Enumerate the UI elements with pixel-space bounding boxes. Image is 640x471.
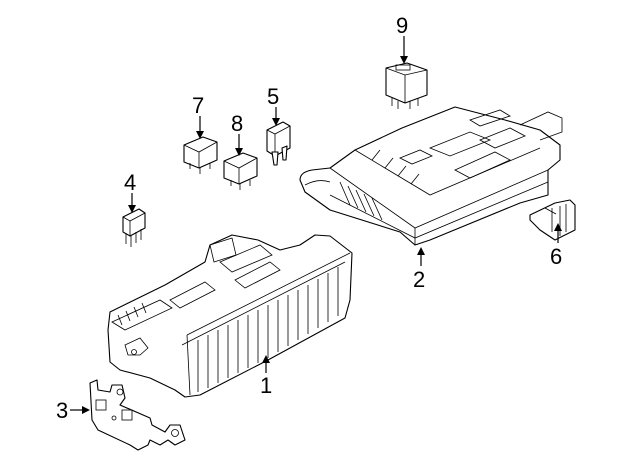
callout-number-7: 7: [192, 93, 204, 118]
callout-2: 2: [413, 247, 425, 292]
callout-9: 9: [396, 13, 408, 64]
arrow-head-icon: [417, 247, 425, 255]
mounting-bracket-3: [89, 379, 186, 451]
arrow-head-icon: [235, 148, 243, 156]
callout-5: 5: [267, 84, 280, 126]
callout-8: 8: [231, 111, 243, 156]
callout-6: 6: [550, 223, 562, 269]
fuse-relay-module-2: [299, 106, 563, 246]
callout-number-5: 5: [267, 84, 279, 109]
callout-4: 4: [124, 170, 136, 213]
micro-relay-8: [223, 152, 258, 190]
callout-number-9: 9: [396, 13, 408, 38]
arrow-head-icon: [196, 131, 204, 139]
arrow-head-icon: [400, 56, 408, 64]
callout-number-4: 4: [124, 170, 136, 195]
callout-7: 7: [192, 93, 204, 139]
arrow-head-icon: [272, 118, 280, 126]
callout-number-1: 1: [260, 373, 272, 398]
micro-relay-7: [183, 136, 218, 174]
clip-6: [529, 199, 576, 241]
callout-3: 3: [56, 398, 90, 423]
arrow-head-icon: [82, 406, 90, 414]
fuse-box-housing-1: [107, 234, 353, 398]
arrow-head-icon: [128, 205, 136, 213]
callout-number-2: 2: [413, 267, 425, 292]
callout-number-3: 3: [56, 398, 68, 423]
fuse-4: [122, 208, 146, 247]
arrow-head-icon: [554, 223, 562, 231]
fuse-5: [266, 121, 291, 166]
arrow-head-icon: [262, 355, 270, 363]
relay-9: [385, 62, 428, 109]
callout-number-8: 8: [231, 111, 243, 136]
callout-1: 1: [260, 355, 272, 398]
callout-number-6: 6: [550, 244, 562, 269]
